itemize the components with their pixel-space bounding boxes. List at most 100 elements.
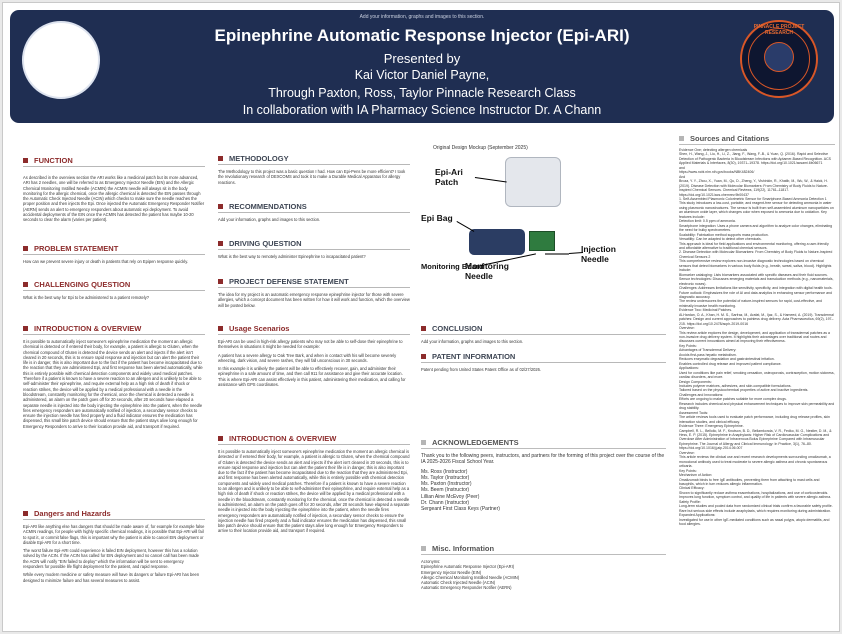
ack-item: Ms. Paxton (Instructor)	[421, 481, 472, 488]
sources-text: Evidence One; detecting allergen chemica…	[679, 148, 835, 527]
source-line: Rare but serious side effects include an…	[679, 508, 832, 513]
source-line: Assessment Tools:	[679, 410, 709, 415]
usage-section: Usage Scenarios Epi-ARI can be used in h…	[218, 323, 410, 390]
source-line: Advantages of Transdermal Delivery:	[679, 348, 737, 353]
source-line: and	[679, 165, 685, 170]
section-bullet-icon	[421, 440, 426, 445]
section-bullet-icon	[23, 511, 28, 516]
source-line: Smartphone integration: Uses a phone cam…	[679, 223, 833, 233]
source-line: Key Points:	[679, 468, 697, 473]
section-bullet-icon	[218, 326, 223, 331]
misc-line: Allergic Chemical Monitoring Instilled N…	[421, 574, 520, 580]
school-logo	[22, 21, 100, 99]
source-line: Enables controlled drug release and impr…	[679, 361, 782, 366]
intro-text-2: It is possible to automatically inject s…	[218, 449, 410, 534]
source-line: Detection limit: 0.5 ppm of ammonia.	[679, 219, 736, 224]
board-illustration	[529, 231, 555, 251]
acknowledgements-intro: Thank you to the following peers, instru…	[421, 453, 665, 466]
misc-section: Misc. Information Acronyms: Epinephrine …	[421, 543, 666, 591]
patch-illustration	[505, 157, 561, 207]
misc-line: Emergency Injector Needle (EIN)	[421, 569, 482, 575]
function-text: As described in the overview section the…	[23, 175, 205, 223]
research-class: Through Paxton, Ross, Taylor Pinnacle Re…	[268, 86, 576, 100]
section-title: RECOMMENDATIONS	[229, 202, 307, 211]
driving-section: DRIVING QUESTION What is the best way to…	[218, 238, 410, 259]
patent-text: Patent pending from United States Patent…	[421, 367, 542, 372]
source-line: https://www.ncbi.nlm.nih.gov/books/NBK48…	[679, 170, 755, 175]
section-title: INTRODUCTION & OVERVIEW	[229, 434, 337, 443]
logo-core	[764, 42, 794, 72]
section-title: PROBLEM STATEMENT	[34, 244, 119, 253]
usage-paragraph: In this example it is unlikely the patie…	[218, 366, 406, 388]
epi-bag-illustration	[469, 229, 525, 255]
source-line: Challenges: Addresses limitations like s…	[679, 286, 833, 291]
header-instruction: Add your information, graphs and images …	[359, 14, 485, 20]
section-bullet-icon	[23, 158, 28, 163]
source-line: Al-Hardan, O. A., Khan, H. M. S., Sarfra…	[679, 312, 834, 326]
pointer-line	[456, 221, 475, 232]
source-line: Safety Profile:	[679, 499, 701, 504]
section-bullet-icon	[23, 282, 28, 287]
source-line: Omalizumab binds to free IgE antibodies,…	[679, 477, 820, 486]
usage-text: Epi-ARI can be used in high-risk allergy…	[218, 339, 410, 387]
section-bullet-icon	[679, 136, 684, 141]
acknowledgements-text: Thank you to the following peers, instru…	[421, 453, 666, 513]
presented-by: Presented by	[383, 51, 461, 66]
ack-item: Ms. Taylor (Instructor)	[421, 474, 470, 481]
source-line: And	[679, 174, 686, 179]
source-line: Evidence One; detecting allergen chemica…	[679, 148, 748, 152]
source-line: Evidence Two: Medicinal Patches.	[679, 308, 733, 313]
section-bullet-icon	[421, 354, 426, 359]
source-line: Evidence Three: Emergency Epinephrine.	[679, 424, 744, 429]
dangers-paragraph: Epi-ARI like anything else has dangers t…	[23, 524, 205, 545]
source-line: Efforts are ongoing to make patches suit…	[679, 397, 787, 402]
section-title: CONCLUSION	[432, 324, 483, 333]
ack-item: Sergeant First Class Keys (Partner)	[421, 506, 500, 513]
section-bullet-icon	[218, 436, 223, 441]
challenging-text: What is the best way for Epi to be admin…	[23, 295, 150, 300]
intro-text: It is possible to automatically inject s…	[23, 339, 203, 429]
source-line: Scalability: Fabrication method supports…	[679, 232, 769, 237]
source-line: Investigated for use in other IgE-mediat…	[679, 517, 830, 527]
problem-section: PROBLEM STATEMENT How can we prevent sev…	[23, 243, 205, 264]
mockup-caption: Original Design Mockup (September 2025)	[433, 145, 528, 151]
section-title: METHODOLOGY	[229, 154, 289, 163]
section-title: Misc. Information	[432, 544, 495, 553]
source-line: Campbell, R. L., Bellolio, M. F., Knutso…	[679, 428, 832, 451]
source-line: Design Components:	[679, 379, 712, 384]
source-line: Includes polymer matrices, adhesives, an…	[679, 384, 792, 389]
acknowledgements-section: ACKNOWLEDGEMENTS Thank you to the follow…	[421, 437, 666, 513]
section-bullet-icon	[218, 156, 223, 161]
dangers-text: Epi-ARI like anything else has dangers t…	[23, 524, 205, 583]
challenging-section: CHALLENGING QUESTION What is the best wa…	[23, 279, 205, 300]
design-mockup: Original Design Mockup (September 2025) …	[421, 145, 653, 325]
label-board: Monitoring Board	[421, 262, 484, 271]
label-bag: Epi Bag	[421, 213, 453, 223]
methodology-text: The Methodology to this project was a ba…	[218, 169, 406, 185]
source-line: This comprehensive review explores non-i…	[679, 259, 832, 273]
section-bullet-icon	[218, 204, 223, 209]
source-line: Overview:	[679, 450, 695, 455]
source-line: Tailored based on the physicochemical pr…	[679, 388, 809, 393]
poster-title: Epinephrine Automatic Response Injector …	[214, 26, 630, 45]
section-title: FUNCTION	[34, 156, 73, 165]
label-monitoring-needle: Monitoring Needle	[465, 261, 509, 281]
label-patch: Epi-Ari Patch	[435, 167, 463, 187]
section-title: Sources and Citations	[690, 134, 770, 143]
logo-ring	[748, 28, 810, 90]
dangers-paragraph: While every modern medicine or safety me…	[23, 572, 200, 583]
source-line: The review underscores the potential of …	[679, 299, 822, 308]
usage-paragraph: Epi-ARI can be used in high-risk allergy…	[218, 339, 403, 350]
source-line: Future outlook: Emphasizes the role of A…	[679, 290, 832, 299]
conclusion-section: CONCLUSION Add your information, graphs …	[421, 323, 666, 344]
source-line: Sensor technologies: Discusses emerging …	[679, 277, 834, 286]
needle-illustration	[545, 253, 569, 255]
conclusion-text: Add your information, graphs and images …	[421, 339, 524, 344]
sources-section: Sources and Citations Evidence One; dete…	[679, 133, 835, 631]
misc-line: Acronyms:	[421, 559, 441, 564]
pointer-line	[474, 177, 507, 183]
source-line: Mechanism of Action:	[679, 473, 713, 478]
source-line: Expanded Applications:	[679, 513, 716, 518]
section-title: Usage Scenarios	[229, 324, 290, 333]
